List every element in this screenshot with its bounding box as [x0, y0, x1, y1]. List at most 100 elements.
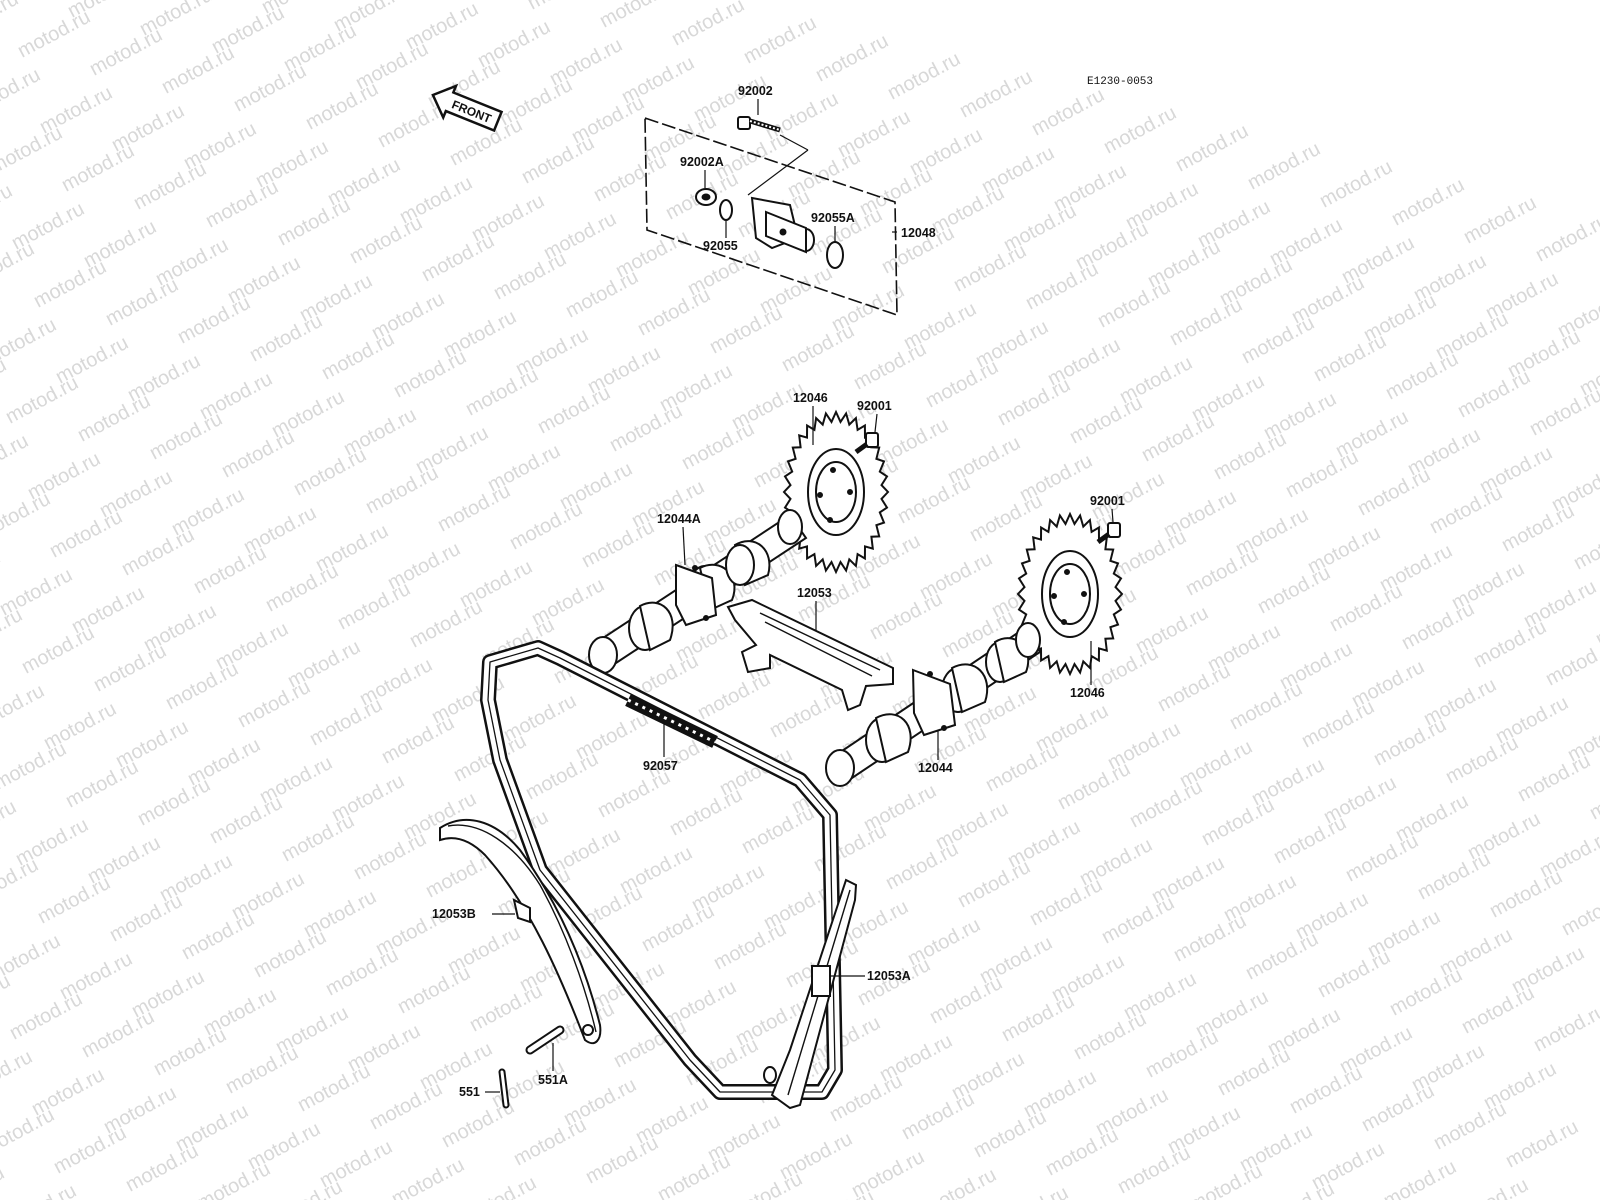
watermark-text: motod.ru: [956, 66, 1036, 122]
watermark-text: motod.ru: [1370, 714, 1450, 770]
watermark-text: motod.ru: [1242, 928, 1322, 984]
watermark-text: motod.ru: [0, 1162, 8, 1200]
watermark-text: motod.ru: [466, 980, 546, 1036]
watermark-text: motod.ru: [1586, 768, 1600, 824]
watermark-text: motod.ru: [250, 926, 330, 982]
watermark-text: motod.ru: [922, 356, 1002, 412]
o-ring-92055: [719, 199, 733, 221]
watermark-text: motod.ru: [634, 284, 714, 340]
watermark-text: motod.ru: [222, 1042, 302, 1098]
watermark-text: motod.ru: [1388, 174, 1468, 230]
watermark-text: motod.ru: [1558, 884, 1600, 940]
watermark-text: motod.ru: [390, 346, 470, 402]
watermark-text: motod.ru: [810, 820, 890, 876]
watermark-text: motod.ru: [710, 918, 790, 974]
watermark-text: motod.ru: [146, 408, 226, 464]
watermark-text: motod.ru: [582, 1132, 662, 1188]
watermark-text: motod.ru: [302, 78, 382, 134]
cam-chain: [480, 640, 843, 1100]
camshaft-12044: [825, 622, 1042, 787]
watermark-text: motod.ru: [638, 900, 718, 956]
watermark-text: motod.ru: [0, 930, 64, 986]
label-12053: 12053: [797, 586, 832, 600]
watermark-text: motod.ru: [294, 1060, 374, 1116]
watermark-text: motod.ru: [122, 1140, 202, 1196]
watermark-text: motod.ru: [1430, 1098, 1510, 1154]
watermark-text: motod.ru: [178, 908, 258, 964]
tensioner-assembly-box: [644, 116, 898, 317]
watermark-text: motod.ru: [1172, 120, 1252, 176]
watermark-text: motod.ru: [460, 1172, 540, 1200]
watermark-text: motod.ru: [1258, 1178, 1338, 1200]
watermark-text: motod.ru: [812, 30, 892, 86]
watermark-text: motod.ru: [1210, 428, 1290, 484]
sprocket-upper: [782, 409, 890, 575]
watermark-text: motod.ru: [306, 694, 386, 750]
watermark-text: motod.ru: [694, 668, 774, 724]
tensioner-bolt: [737, 116, 781, 133]
watermark-text: motod.ru: [1142, 1026, 1222, 1082]
watermark-text: motod.ru: [78, 1006, 158, 1062]
label-92001-top: 92001: [857, 399, 892, 413]
label-12053A: 12053A: [867, 969, 911, 983]
watermark-text: motod.ru: [898, 1088, 978, 1144]
label-92055: 92055: [703, 239, 738, 253]
watermark-text: motod.ru: [174, 292, 254, 348]
watermark-text: motod.ru: [1358, 1080, 1438, 1136]
label-12046-right: 12046: [1070, 686, 1105, 700]
label-12044A: 12044A: [657, 512, 701, 526]
watermark-text: motod.ru: [950, 240, 1030, 296]
watermark-text: motod.ru: [1460, 192, 1540, 248]
watermark-text: motod.ru: [50, 1122, 130, 1178]
watermark-text: motod.ru: [90, 640, 170, 696]
watermark-text: motod.ru: [102, 274, 182, 330]
watermark-text: motod.ru: [0, 1180, 80, 1200]
tensioner-cap-nut: [695, 188, 717, 206]
watermark-text: motod.ru: [578, 516, 658, 572]
watermark-text: motod.ru: [278, 810, 358, 866]
watermark-text: motod.ru: [378, 712, 458, 768]
watermark-text: motod.ru: [1198, 794, 1278, 850]
watermark-text: motod.ru: [1026, 874, 1106, 930]
watermark-text: motod.ru: [346, 212, 426, 268]
label-92002: 92002: [738, 84, 773, 98]
watermark-text: motod.ru: [738, 802, 818, 858]
watermark-text: motod.ru: [202, 176, 282, 232]
sprocket-bolt-lower: [1096, 522, 1121, 545]
watermark-text: motod.ru: [190, 542, 270, 598]
watermark-text: motod.ru: [1066, 392, 1146, 448]
watermark-text: motod.ru: [0, 488, 54, 544]
watermark-text: motod.ru: [0, 796, 20, 852]
label-551A: 551A: [538, 1073, 568, 1087]
watermark-text: motod.ru: [1298, 696, 1378, 752]
watermark-text: motod.ru: [894, 472, 974, 528]
watermark-text: motod.ru: [0, 430, 32, 486]
watermark-text: motod.ru: [1316, 156, 1396, 212]
watermark-text: motod.ru: [162, 658, 242, 714]
watermark-text: motod.ru: [866, 588, 946, 644]
watermark-text: motod.ru: [798, 1186, 878, 1200]
watermark-text: motod.ru: [1286, 1062, 1366, 1118]
watermark-text: motod.ru: [0, 1046, 36, 1102]
watermark-text: motod.ru: [334, 578, 414, 634]
watermark-text: motod.ru: [606, 400, 686, 456]
watermark-text: motod.ru: [74, 390, 154, 446]
watermark-text: motod.ru: [134, 774, 214, 830]
label-92002A: 92002A: [680, 155, 724, 169]
watermark-text: motod.ru: [884, 48, 964, 104]
watermark-text: motod.ru: [366, 1078, 446, 1134]
watermark-text: motod.ru: [522, 748, 602, 804]
watermark-text: motod.ru: [418, 230, 498, 286]
watermark-text: motod.ru: [274, 194, 354, 250]
watermark-text: motod.ru: [388, 1154, 468, 1200]
watermark-text: motod.ru: [0, 314, 60, 370]
watermark-text: motod.ru: [1542, 634, 1600, 690]
watermark-text: motod.ru: [668, 0, 748, 50]
watermark-text: motod.ru: [234, 676, 314, 732]
watermark-text: motod.ru: [0, 64, 44, 120]
watermark-text: motod.ru: [1110, 526, 1190, 582]
chain-guide-12053: [726, 598, 894, 712]
watermark-text: motod.ru: [394, 962, 474, 1018]
watermark-text: motod.ru: [534, 382, 614, 438]
watermark-text: motod.ru: [590, 150, 670, 206]
